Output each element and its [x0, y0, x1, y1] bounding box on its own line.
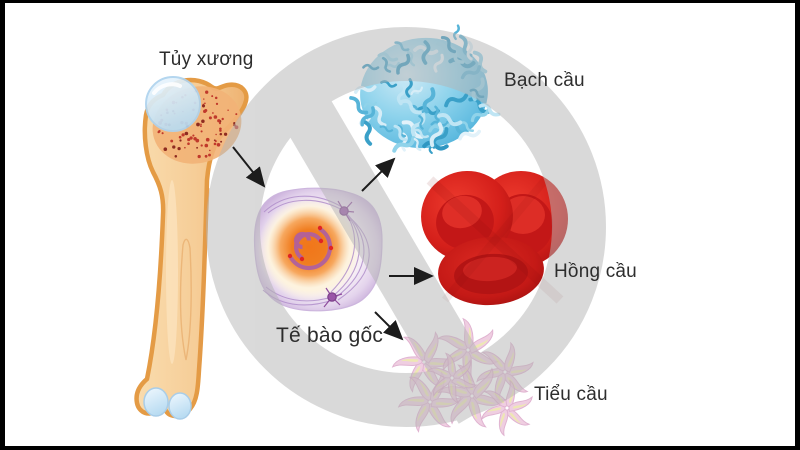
label-red-blood-cell: Hồng cầu	[554, 261, 637, 282]
label-bone-marrow: Tủy xương	[159, 49, 254, 70]
label-stem-cell: Tế bào gốc	[276, 324, 384, 347]
red-blood-cell-icon	[421, 170, 568, 306]
arrow-stem-to-white-cell	[361, 157, 396, 192]
chromatin-dots	[287, 225, 334, 262]
arrow-bone-to-stem-cell	[232, 146, 266, 188]
arrow-stem-to-platelet	[374, 311, 404, 341]
label-white-blood-cell: Bạch cầu	[504, 70, 585, 91]
label-platelet: Tiểu cầu	[534, 384, 608, 405]
bone-marrow-icon	[134, 76, 249, 420]
spiral-chromatin	[288, 226, 333, 271]
flow-arrows	[232, 146, 434, 341]
prohibition-sign-watermark	[206, 27, 606, 427]
